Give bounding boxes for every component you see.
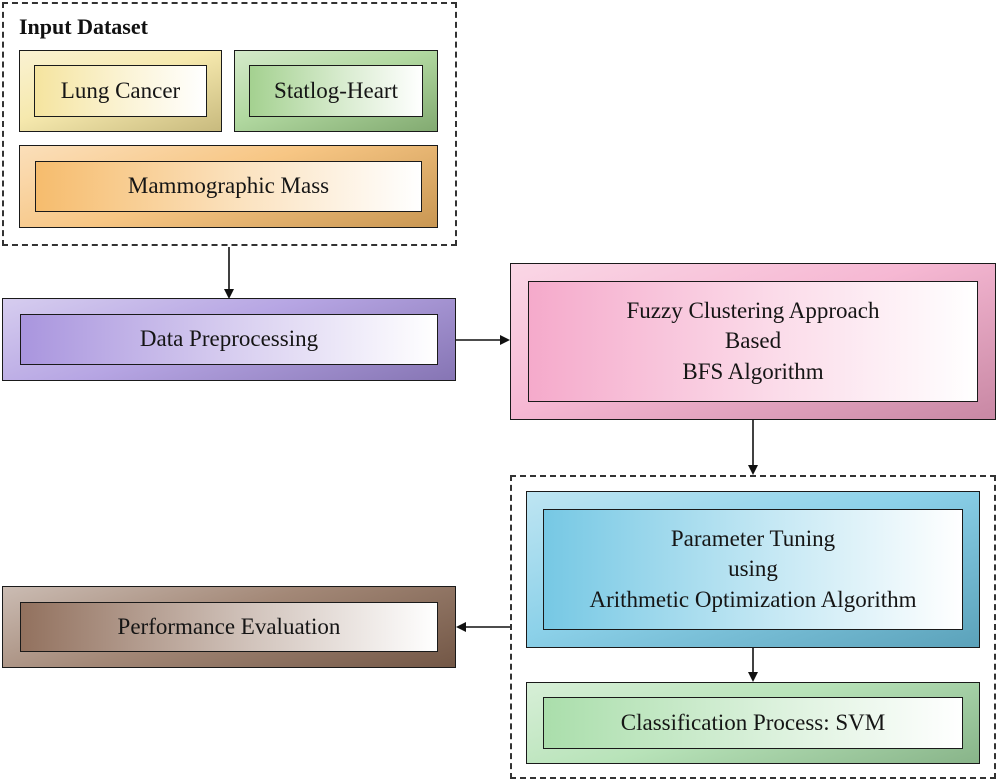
fuzzy-clustering-box: Fuzzy Clustering Approach Based BFS Algo… <box>510 263 996 420</box>
lung-cancer-label: Lung Cancer <box>34 65 207 117</box>
data-preprocessing-label: Data Preprocessing <box>20 314 438 365</box>
parameter-tuning-text: Parameter Tuning using Arithmetic Optimi… <box>543 509 963 630</box>
input-dataset-title: Input Dataset <box>19 14 148 39</box>
fuzzy-clustering-line-3: BFS Algorithm <box>682 358 824 384</box>
parameter-tuning-box: Parameter Tuning using Arithmetic Optimi… <box>526 491 980 648</box>
statlog-heart-box: Statlog-Heart <box>234 50 438 132</box>
fuzzy-clustering-line-1: Fuzzy Clustering Approach <box>626 297 880 323</box>
parameter-tuning-line-3: Arithmetic Optimization Algorithm <box>589 586 917 612</box>
classification-label: Classification Process: SVM <box>543 697 963 749</box>
mammographic-mass-box: Mammographic Mass <box>19 145 438 228</box>
fuzzy-clustering-line-2: Based <box>724 328 782 354</box>
statlog-heart-label: Statlog-Heart <box>249 65 423 117</box>
performance-evaluation-label: Performance Evaluation <box>20 602 438 652</box>
parameter-tuning-line-2: using <box>728 556 778 582</box>
model-group <box>510 475 996 779</box>
input-dataset-group <box>2 2 457 246</box>
fuzzy-clustering-text: Fuzzy Clustering Approach Based BFS Algo… <box>528 281 978 402</box>
lung-cancer-box: Lung Cancer <box>19 50 222 132</box>
mammographic-mass-label: Mammographic Mass <box>35 161 422 212</box>
data-preprocessing-box: Data Preprocessing <box>2 298 456 381</box>
classification-box: Classification Process: SVM <box>526 682 980 764</box>
parameter-tuning-line-1: Parameter Tuning <box>670 525 836 551</box>
performance-evaluation-box: Performance Evaluation <box>2 586 456 668</box>
